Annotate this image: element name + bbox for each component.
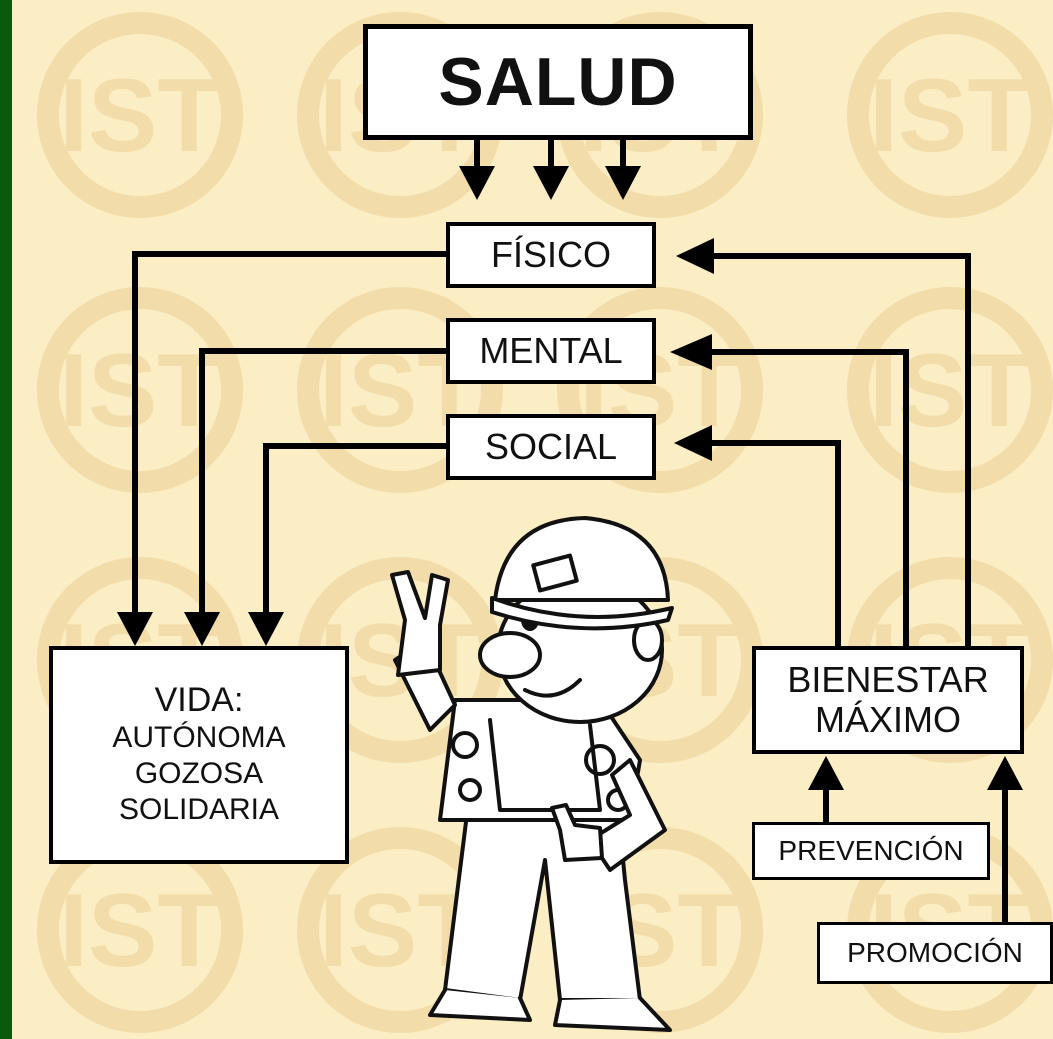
worker-illustration <box>390 516 674 1032</box>
vida-line-autonoma: AUTÓNOMA <box>112 721 286 754</box>
salud-label: SALUD <box>438 44 678 120</box>
vida-line-solidaria: SOLIDARIA <box>118 793 280 826</box>
vida-box: VIDA: AUTÓNOMA GOZOSA SOLIDARIA <box>49 646 349 864</box>
social-label: SOCIAL <box>484 426 618 467</box>
promocion-label: PROMOCIÓN <box>847 937 1023 968</box>
vida-line-gozosa: GOZOSA <box>134 757 264 790</box>
bienestar-line1: BIENESTAR <box>787 659 989 700</box>
salud-box: SALUD <box>363 24 753 140</box>
prevencion-label: PREVENCIÓN <box>778 835 964 866</box>
bienestar-box: BIENESTAR MÁXIMO <box>752 646 1024 754</box>
bienestar-line2: MÁXIMO <box>814 699 961 740</box>
mental-box: MENTAL <box>446 318 656 384</box>
connector-lines <box>132 140 1008 922</box>
vida-title: VIDA: <box>154 681 244 719</box>
social-box: SOCIAL <box>446 414 656 480</box>
promocion-box: PROMOCIÓN <box>817 922 1053 984</box>
arrowheads <box>117 166 1023 790</box>
fisico-box: FÍSICO <box>446 222 656 288</box>
prevencion-box: PREVENCIÓN <box>752 822 990 880</box>
fisico-label: FÍSICO <box>490 234 611 275</box>
mental-label: MENTAL <box>479 330 623 371</box>
